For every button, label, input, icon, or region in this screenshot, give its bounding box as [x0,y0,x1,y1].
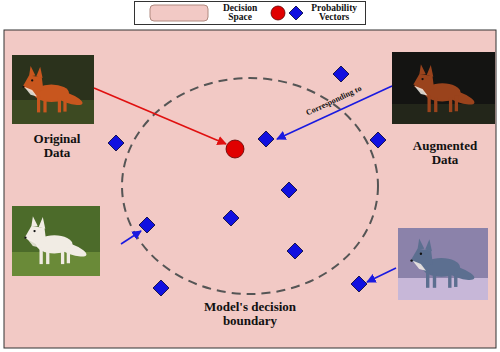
sample-circle [271,6,285,20]
probability-diamonds [108,66,386,296]
arrow [277,86,392,139]
legend-item: Decision Space [135,4,257,23]
legend-swatch [150,5,208,21]
region-label: Model's decision boundary [180,300,320,327]
arrow [121,231,141,244]
region-label: Original Data [20,132,94,159]
photo-original [12,55,94,124]
arrow [367,268,396,282]
label: Original Data [20,132,94,159]
region-label: Augmented Data [398,139,492,166]
label: Model's decision boundary [180,300,320,327]
legend-text: Probability Vectors [311,4,357,23]
legend-sample [269,3,305,23]
decision-space [4,30,496,348]
label: Augmented Data [398,139,492,166]
photo-augmented-dark [392,52,495,124]
probability-circle [226,140,244,158]
legend-text: Decision Space [223,4,257,23]
photo-augmented-blue [398,228,488,300]
sample-diamond [289,6,303,20]
legend-swatch-holder [149,4,209,22]
arrow [94,88,226,144]
legend: Decision Space Probability Vectors [134,1,366,25]
photo-augmented-white [12,206,100,276]
legend-item: Probability Vectors [257,3,357,23]
